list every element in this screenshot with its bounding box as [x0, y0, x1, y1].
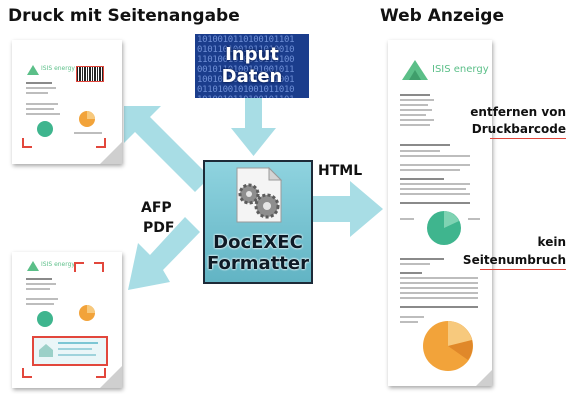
annotation-no-pagebreak-line1: kein	[537, 235, 566, 249]
arrow-input-to-formatter	[231, 98, 276, 156]
formatter-label-line1: DocEXEC	[213, 232, 303, 253]
print-document-top: ISIS energy	[12, 40, 122, 164]
logo-icon	[27, 65, 39, 75]
pie-chart-green	[427, 211, 461, 245]
gears-document-icon	[236, 166, 283, 223]
print-document-bottom: ISIS energy	[12, 252, 122, 388]
crop-mark	[22, 368, 32, 378]
label-afp: AFP	[141, 200, 172, 216]
logo-icon	[27, 261, 39, 271]
annotation-underline	[480, 269, 566, 270]
formatter-label-line2: Formatter	[206, 253, 309, 274]
annotation-no-pagebreak: kein Seitenumbruch	[452, 233, 566, 270]
logo-text: ISIS energy	[41, 261, 75, 268]
input-label: Input Daten	[195, 44, 309, 88]
pie-chart-green	[37, 311, 53, 327]
pie-chart-orange	[423, 321, 473, 371]
logo-icon	[402, 60, 428, 80]
web-document: ISIS energy	[388, 40, 492, 386]
annotation-underline	[490, 138, 566, 139]
crop-mark	[74, 262, 84, 272]
promo-banner	[32, 336, 108, 366]
crop-mark	[96, 368, 106, 378]
heading-web: Web Anzeige	[380, 6, 504, 26]
crop-mark	[96, 138, 106, 148]
pie-chart-green	[37, 121, 53, 137]
label-html: HTML	[318, 163, 363, 179]
formatter-label: DocEXEC Formatter	[205, 232, 311, 274]
pie-chart-orange	[79, 111, 95, 127]
arrow-to-web	[311, 181, 383, 237]
annotation-no-pagebreak-line2: Seitenumbruch	[462, 253, 566, 267]
house-icon	[39, 344, 53, 357]
annotation-remove-barcode-line2: Druckbarcode	[471, 122, 566, 136]
docexec-formatter-box: DocEXEC Formatter	[203, 160, 313, 284]
arrow-to-print-bottom	[128, 217, 200, 290]
annotation-remove-barcode-line1: entfernen von	[470, 105, 566, 119]
arrow-to-print-top	[124, 106, 210, 192]
label-pdf: PDF	[143, 220, 175, 236]
input-label-line2: Daten	[221, 66, 283, 87]
input-label-line1: Input	[225, 44, 279, 65]
crop-mark	[22, 138, 32, 148]
print-barcode	[76, 66, 104, 82]
logo-text: ISIS energy	[41, 65, 75, 72]
binary-pattern: 1010010110100101101 0101101001011010010 …	[197, 35, 295, 98]
crop-mark	[94, 262, 104, 272]
pie-chart-orange	[79, 305, 95, 321]
annotation-remove-barcode: entfernen von Druckbarcode	[458, 104, 566, 139]
page-fold	[476, 370, 492, 386]
heading-print: Druck mit Seitenangabe	[8, 6, 240, 26]
logo-text: ISIS energy	[432, 64, 489, 75]
input-data-box: 1010010110100101101 0101101001011010010 …	[195, 34, 309, 98]
